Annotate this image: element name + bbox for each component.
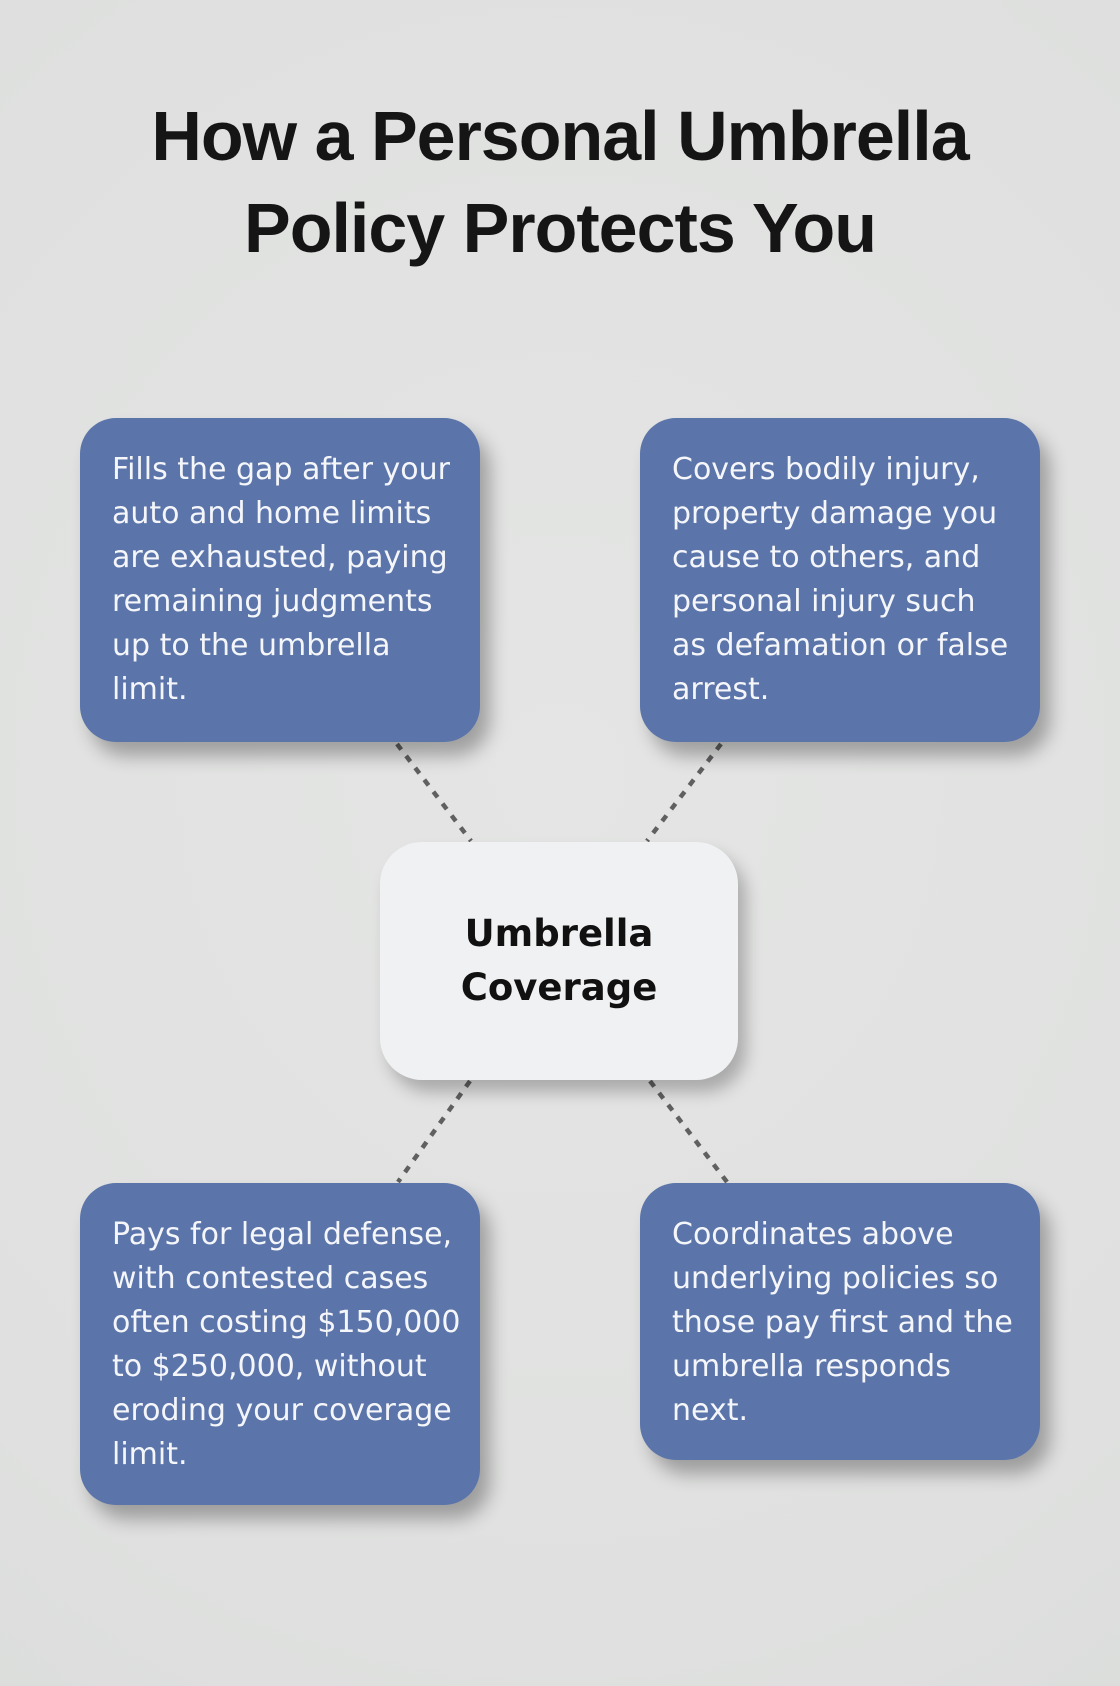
page-title: How a Personal Umbrella Policy Protects … bbox=[0, 90, 1120, 274]
node-text-line: property damage you bbox=[672, 496, 998, 531]
node-text-line: are exhausted, paying bbox=[112, 540, 448, 575]
page-title-line-2: Policy Protects You bbox=[244, 189, 877, 267]
node-text-line: limit. bbox=[112, 1437, 188, 1472]
node-text-line: those pay first and the bbox=[672, 1305, 1013, 1340]
benefit-node-covers-injury: Covers bodily injury, property damage yo… bbox=[640, 418, 1040, 742]
node-text-line: Covers bodily injury, bbox=[672, 452, 980, 487]
node-text-line: often costing $150,000 bbox=[112, 1305, 461, 1340]
node-text-line: underlying policies so bbox=[672, 1261, 999, 1296]
node-text-line: Coordinates above bbox=[672, 1217, 954, 1252]
connector-center-to-bottom-right bbox=[648, 1079, 729, 1184]
node-text-line: with contested cases bbox=[112, 1261, 429, 1296]
node-text-line: remaining judgments bbox=[112, 584, 433, 619]
page-title-line-1: How a Personal Umbrella bbox=[151, 97, 969, 175]
connector-top-right-to-center bbox=[645, 742, 723, 843]
benefit-node-fills-gap: Fills the gap after your auto and home l… bbox=[80, 418, 480, 742]
center-node-label-line-1: Umbrella bbox=[464, 912, 654, 955]
connector-center-to-bottom-left bbox=[396, 1079, 472, 1184]
benefit-node-legal-defense: Pays for legal defense, with contested c… bbox=[80, 1183, 480, 1505]
node-text-line: eroding your coverage bbox=[112, 1393, 452, 1428]
node-text-line: to $250,000, without bbox=[112, 1349, 427, 1384]
center-node-umbrella-coverage: Umbrella Coverage bbox=[380, 842, 738, 1080]
node-text-line: cause to others, and bbox=[672, 540, 981, 575]
benefit-node-coordinates-policies: Coordinates above underlying policies so… bbox=[640, 1183, 1040, 1460]
node-text-line: up to the umbrella bbox=[112, 628, 391, 663]
node-text-line: Fills the gap after your bbox=[112, 452, 450, 487]
node-text-line: as defamation or false bbox=[672, 628, 1009, 663]
node-text-line: arrest. bbox=[672, 672, 770, 707]
node-text-line: personal injury such bbox=[672, 584, 976, 619]
node-text-line: Pays for legal defense, bbox=[112, 1217, 453, 1252]
node-text-line: limit. bbox=[112, 672, 188, 707]
node-text-line: auto and home limits bbox=[112, 496, 432, 531]
center-node-label-line-2: Coverage bbox=[460, 966, 658, 1009]
connector-top-left-to-center bbox=[395, 742, 473, 843]
node-text-line: umbrella responds bbox=[672, 1349, 951, 1384]
node-text-line: next. bbox=[672, 1393, 748, 1428]
